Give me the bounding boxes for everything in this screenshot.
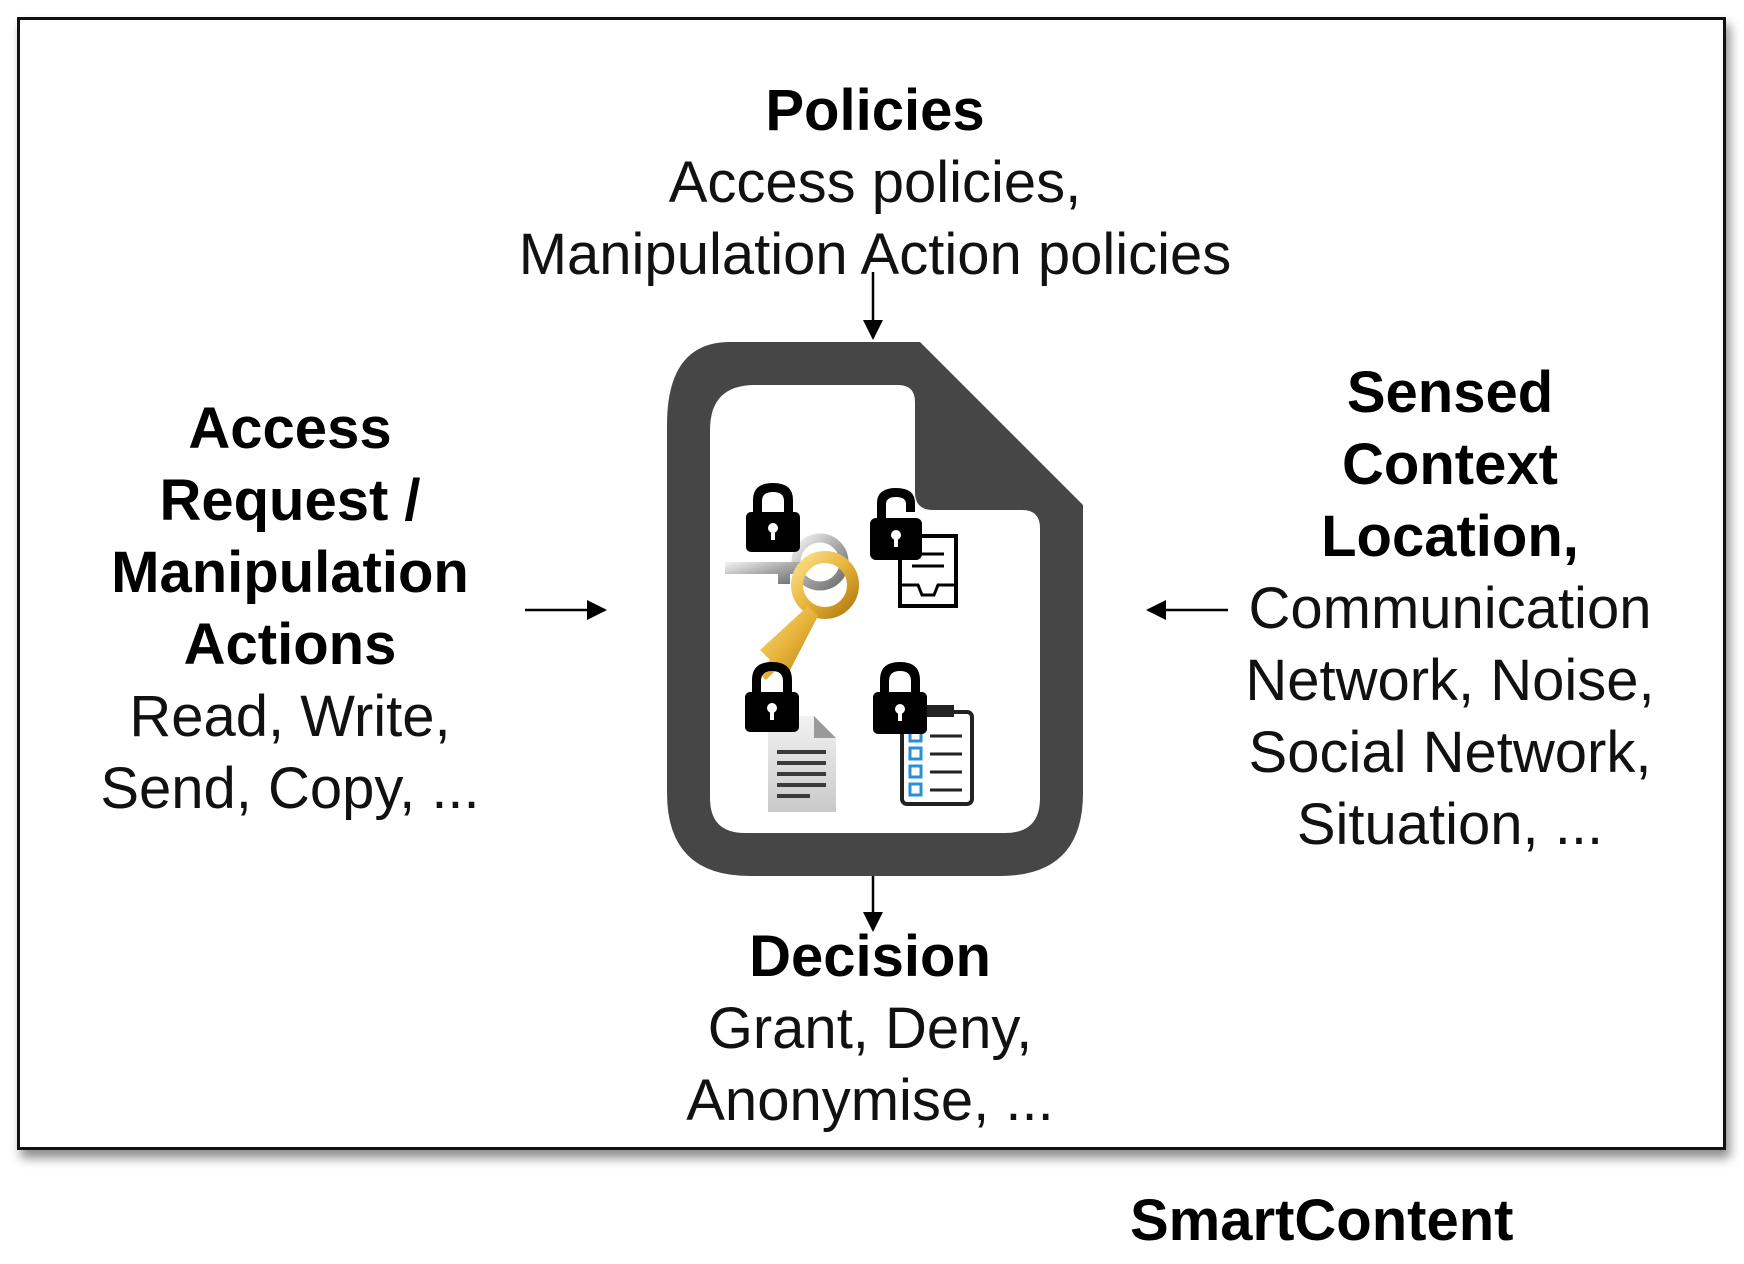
sensed-context-title: Sensed xyxy=(1346,360,1554,425)
access-request-line: Read, Write, xyxy=(129,684,451,749)
document-icon xyxy=(667,342,1083,876)
decision-block: Decision Grant, Deny, Anonymise, ... xyxy=(600,921,1140,1137)
sensed-context-line: Situation, ... xyxy=(1296,792,1604,857)
policies-line: Access policies, xyxy=(668,150,1082,215)
sensed-context-line: Communication xyxy=(1248,576,1652,641)
access-request-title: Request / xyxy=(159,468,421,533)
access-request-title: Actions xyxy=(183,612,397,677)
padlock-keys-icon xyxy=(725,483,859,680)
policies-block: Policies Access policies, Manipulation A… xyxy=(440,75,1310,291)
access-request-block: Access Request / Manipulation Actions Re… xyxy=(60,393,520,825)
padlock-file-icon xyxy=(745,662,836,812)
policies-line: Manipulation Action policies xyxy=(518,222,1232,287)
sensed-context-title: Context xyxy=(1342,432,1558,497)
decision-line: Anonymise, ... xyxy=(686,1068,1054,1133)
padlock-checklist-icon xyxy=(873,662,974,806)
decision-line: Grant, Deny, xyxy=(707,996,1033,1061)
access-request-title: Access xyxy=(188,396,392,461)
sensed-context-title: Location, xyxy=(1321,504,1579,569)
policies-title: Policies xyxy=(765,78,985,143)
sensed-context-line: Network, Noise, xyxy=(1245,648,1655,713)
decision-title: Decision xyxy=(749,924,991,989)
access-request-title: Manipulation xyxy=(111,540,469,605)
sensed-context-block: Sensed Context Location, Communication N… xyxy=(1210,357,1690,861)
smartcontent-label: SmartContent xyxy=(1130,1188,1514,1253)
access-request-line: Send, Copy, ... xyxy=(100,756,480,821)
sensed-context-line: Social Network, xyxy=(1248,720,1652,785)
unlocked-inbox-icon xyxy=(870,488,958,608)
